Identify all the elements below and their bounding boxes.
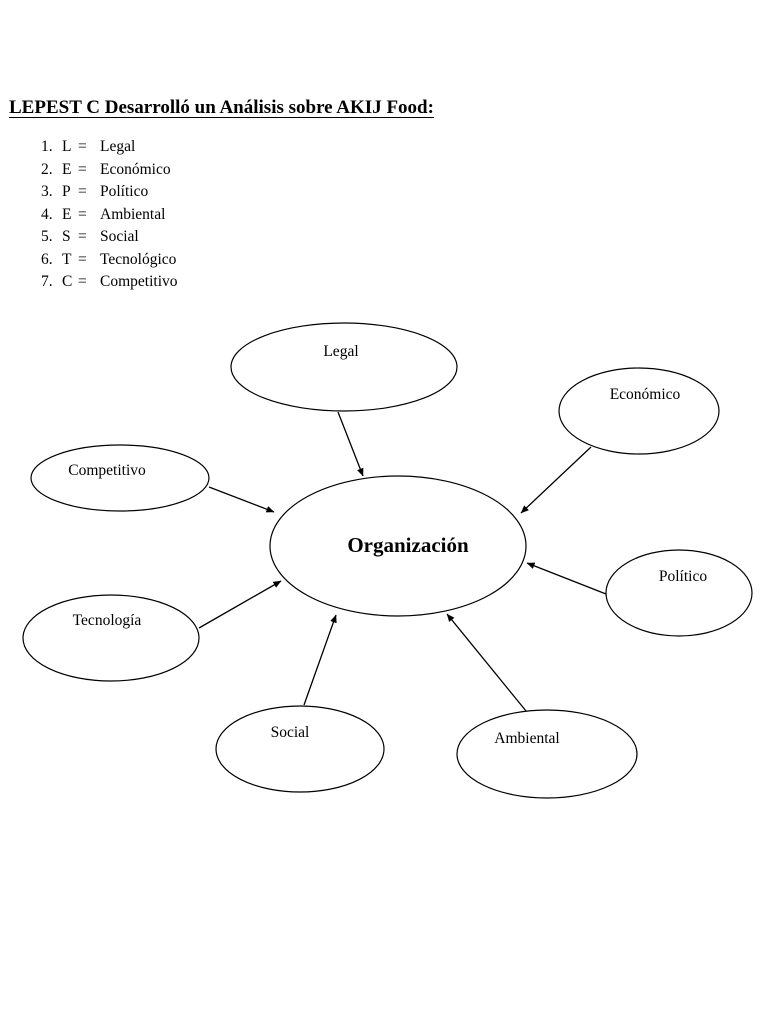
list-item: 1. L = Legal	[41, 136, 178, 159]
node-label: Competitivo	[68, 462, 146, 479]
node-shape	[558, 367, 720, 455]
list-item: 3. P = Político	[41, 181, 178, 204]
list-equals: =	[78, 273, 87, 290]
list-letter: T	[62, 250, 72, 268]
list-equals: =	[78, 138, 87, 155]
list-letter: E	[62, 160, 72, 178]
list-item: 4. E = Ambiental	[41, 204, 178, 227]
node-competitivo: Competitivo	[30, 444, 210, 512]
node-shape	[30, 444, 210, 512]
arrow-politico-to-center	[526, 562, 607, 595]
list-letter: S	[62, 228, 71, 245]
node-legal: Legal	[230, 322, 458, 412]
list-equals: =	[78, 205, 87, 223]
node-shape	[230, 322, 458, 412]
node-label: Social	[271, 724, 310, 741]
node-shape	[22, 594, 200, 682]
node-shape	[215, 705, 385, 793]
page-title: LEPEST C Desarrolló un Análisis sobre AK…	[9, 97, 434, 118]
list-item: 6. T = Tecnológico	[41, 249, 178, 272]
node-ambiental: Ambiental	[456, 709, 638, 799]
list-item: 2. E = Económico	[41, 159, 178, 182]
list-number: 1.	[41, 138, 53, 155]
arrow-legal-to-center	[337, 411, 364, 477]
list-number: 2.	[41, 160, 53, 178]
node-organizacion: Organización	[269, 475, 527, 617]
list-item: 5. S = Social	[41, 226, 178, 249]
list-letter: E	[62, 205, 72, 223]
node-label: Económico	[610, 386, 681, 403]
list-letter: L	[62, 138, 72, 155]
node-economico: Económico	[558, 367, 720, 455]
list-number: 5.	[41, 228, 53, 245]
factor-list: 1. L = Legal 2. E = Económico 3. P = Político 4. E…	[41, 136, 178, 294]
node-tecnologia: Tecnología	[22, 594, 200, 682]
list-equals: =	[78, 228, 87, 245]
list-item: 7. C = Competitivo	[41, 271, 178, 294]
arrow-economico-to-center	[520, 446, 592, 514]
list-label: Legal	[100, 138, 136, 155]
list-letter: C	[62, 273, 73, 290]
node-label: Político	[659, 568, 707, 585]
list-letter: P	[62, 183, 71, 200]
list-equals: =	[78, 183, 87, 200]
node-shape	[456, 709, 638, 799]
list-label: Político	[100, 183, 149, 200]
list-label: Ambiental	[100, 205, 166, 223]
node-politico: Político	[605, 549, 753, 637]
list-number: 6.	[41, 250, 53, 268]
node-social: Social	[215, 705, 385, 793]
list-label: Social	[100, 228, 139, 245]
arrow-social-to-center	[303, 614, 337, 706]
list-label: Tecnológico	[100, 250, 177, 268]
node-shape	[269, 475, 527, 617]
node-shape	[605, 549, 753, 637]
node-label: Organización	[347, 533, 469, 557]
list-equals: =	[78, 160, 87, 178]
arrow-ambiental-to-center	[446, 613, 527, 712]
list-number: 4.	[41, 205, 53, 223]
node-label: Tecnología	[73, 612, 142, 629]
list-label: Competitivo	[100, 273, 178, 290]
arrow-tecnologia-to-center	[198, 580, 282, 629]
list-label: Económico	[100, 160, 171, 178]
list-equals: =	[78, 250, 87, 268]
node-label: Ambiental	[494, 730, 559, 747]
list-number: 7.	[41, 273, 53, 290]
arrow-competitivo-to-center	[208, 486, 275, 513]
node-label: Legal	[323, 343, 358, 360]
list-number: 3.	[41, 183, 53, 200]
